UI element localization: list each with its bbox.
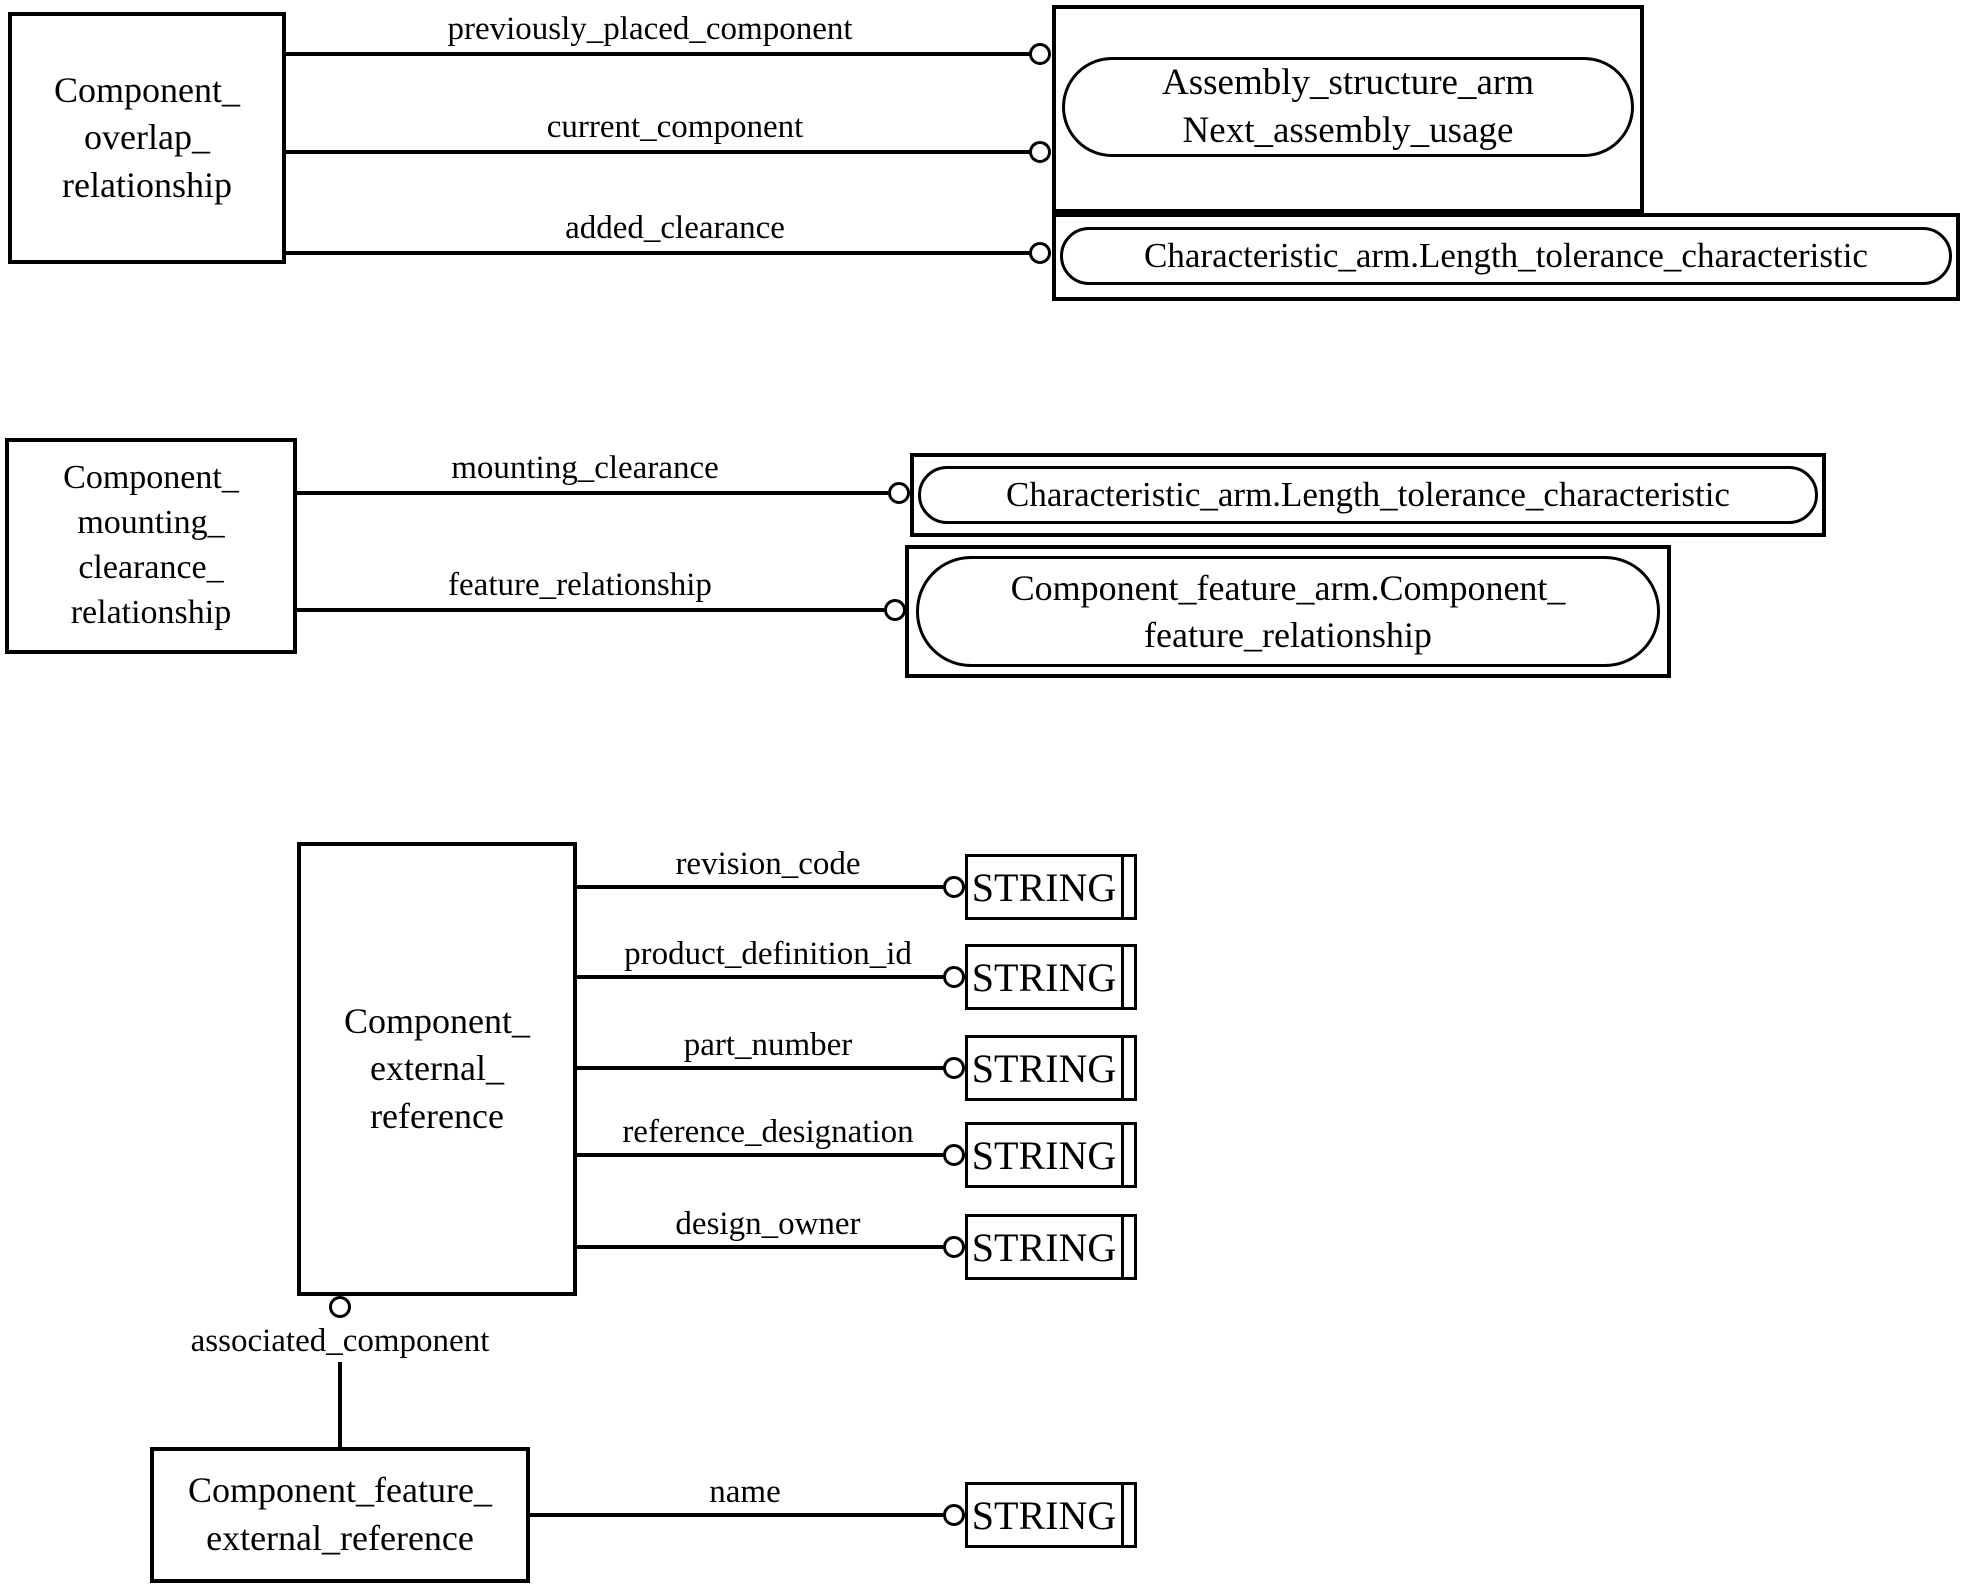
edge-product-definition-id — [577, 975, 954, 979]
open-circle-reference-designation — [943, 1144, 965, 1166]
string-type-label: STRING — [971, 1224, 1117, 1270]
string-type-divider — [1121, 1485, 1124, 1545]
open-circle-current-component — [1029, 141, 1051, 163]
ref-assembly-structure-arm-next-assembly-usage: Assembly_structure_arm Next_assembly_usa… — [1062, 57, 1634, 157]
open-circle-revision-code — [943, 876, 965, 898]
ref-characteristic-length-tolerance-mid: Characteristic_arm.Length_tolerance_char… — [918, 466, 1818, 524]
edge-revision-code — [577, 885, 954, 889]
edge-reference-designation — [577, 1153, 954, 1157]
edge-label-design-owner: design_owner — [675, 1206, 861, 1242]
edge-part-number — [577, 1066, 954, 1070]
open-circle-product-definition-id — [943, 966, 965, 988]
string-type-divider — [1121, 947, 1124, 1007]
ref-characteristic-length-tolerance-top: Characteristic_arm.Length_tolerance_char… — [1060, 227, 1952, 285]
string-type-divider — [1121, 1038, 1124, 1098]
string-type-divider — [1121, 857, 1124, 917]
entity-component-mounting-clearance-relationship: Component_ mounting_ clearance_ relation… — [5, 438, 297, 654]
edge-previously-placed-component — [286, 52, 1030, 56]
open-circle-associated-component — [329, 1296, 351, 1318]
open-circle-added-clearance — [1029, 242, 1051, 264]
edge-label-name: name — [709, 1474, 781, 1510]
edge-current-component — [286, 150, 1030, 154]
edge-label-product-definition-id: product_definition_id — [624, 936, 912, 972]
edge-label-reference-designation: reference_designation — [622, 1114, 914, 1150]
entity-component-feature-external-reference: Component_feature_ external_reference — [150, 1447, 530, 1583]
edge-mounting-clearance — [297, 491, 888, 495]
edge-label-mounting-clearance: mounting_clearance — [451, 450, 719, 486]
open-circle-design-owner — [943, 1236, 965, 1258]
string-type-label: STRING — [971, 1492, 1117, 1538]
string-type-label: STRING — [971, 864, 1117, 910]
string-type-label: STRING — [971, 954, 1117, 1000]
open-circle-feature-relationship — [884, 599, 906, 621]
edge-label-revision-code: revision_code — [675, 846, 861, 882]
open-circle-previously-placed-component — [1029, 43, 1051, 65]
edge-design-owner — [577, 1245, 954, 1249]
string-type-box-product-definition-id: STRING — [965, 944, 1137, 1010]
open-circle-mounting-clearance — [888, 482, 910, 504]
entity-component-external-reference: Component_ external_ reference — [297, 842, 577, 1296]
ref-component-feature-arm-component-feature-relationship: Component_feature_arm.Component_ feature… — [916, 556, 1660, 667]
edge-label-part-number: part_number — [683, 1027, 853, 1063]
string-type-box-name: STRING — [965, 1482, 1137, 1548]
open-circle-name — [943, 1504, 965, 1526]
edge-added-clearance — [286, 251, 1030, 255]
entity-component-overlap-relationship: Component_ overlap_ relationship — [8, 12, 286, 264]
open-circle-part-number — [943, 1057, 965, 1079]
string-type-divider — [1121, 1125, 1124, 1185]
edge-label-added-clearance: added_clearance — [565, 210, 785, 246]
string-type-divider — [1121, 1217, 1124, 1277]
edge-label-previously-placed-component: previously_placed_component — [447, 11, 853, 47]
edge-name — [530, 1513, 954, 1517]
edge-associated-component — [338, 1362, 342, 1448]
edge-label-current-component: current_component — [546, 109, 804, 145]
string-type-box-part-number: STRING — [965, 1035, 1137, 1101]
string-type-label: STRING — [971, 1045, 1117, 1091]
edge-label-feature-relationship: feature_relationship — [448, 567, 712, 603]
edge-feature-relationship — [297, 608, 884, 612]
string-type-box-reference-designation: STRING — [965, 1122, 1137, 1188]
string-type-box-revision-code: STRING — [965, 854, 1137, 920]
edge-label-associated-component: associated_component — [190, 1323, 490, 1359]
string-type-label: STRING — [971, 1132, 1117, 1178]
string-type-box-design-owner: STRING — [965, 1214, 1137, 1280]
